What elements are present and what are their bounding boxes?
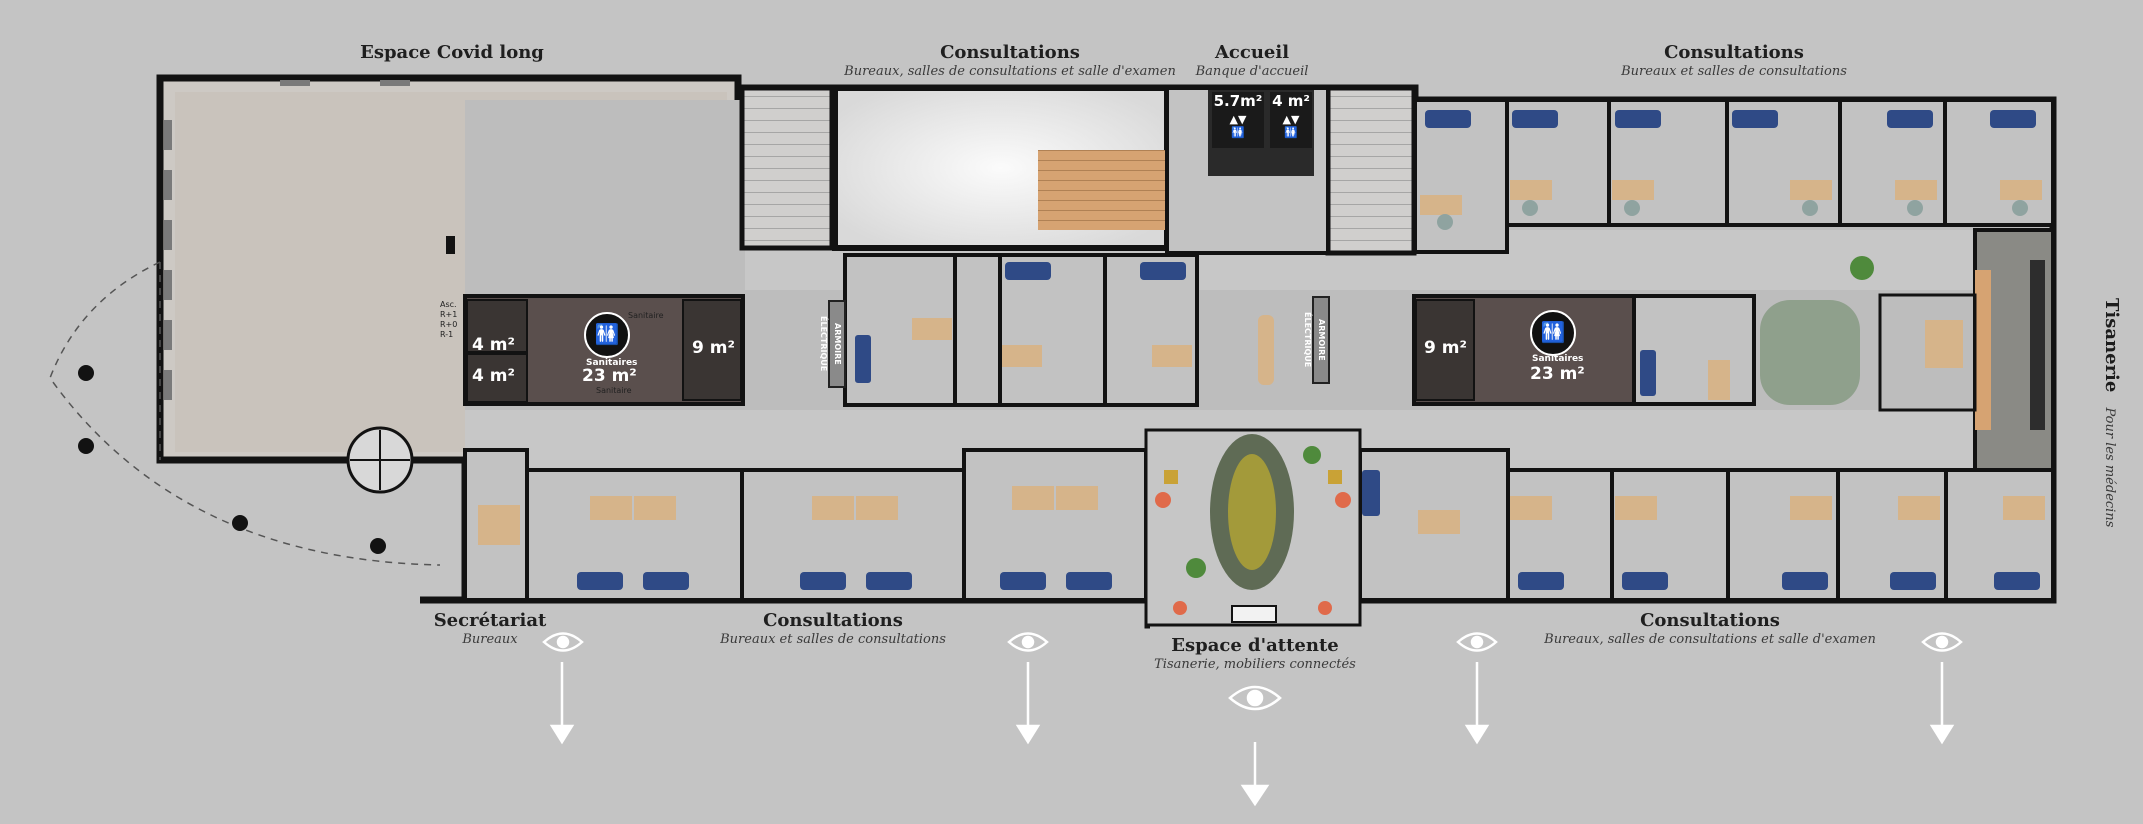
label-attente-subtitle: Tisanerie, mobiliers connectés (1154, 657, 1356, 672)
sanitaire-label-left: Sanitaire (628, 311, 664, 320)
restroom-icon: 🚻 (584, 312, 630, 358)
label-tisanerie-subtitle: Pour les médecins (2102, 407, 2117, 528)
lift-mid-right (1415, 299, 1475, 401)
armoire-electrique-right: ARMOIRE ÉLECTRIQUE (1303, 296, 1330, 384)
wood-staircase (1038, 150, 1166, 230)
area-sanitaires-left: 23 m² (582, 366, 637, 386)
area-lift-mid-left: 9 m² (692, 338, 735, 358)
area-lift-mid-right: 9 m² (1424, 338, 1467, 358)
covid-windows (164, 80, 410, 400)
middle-top-rooms (843, 253, 1199, 407)
label-attente-title: Espace d'attente (1171, 635, 1339, 656)
bottom-furniture (478, 470, 2045, 590)
elevator-icon: ▲▼🚻 (1229, 113, 1247, 139)
area-lift-top-b: 4 m² (1272, 92, 1310, 110)
label-consult-top-2: Consultations Bureaux et salles de consu… (1621, 42, 1847, 79)
label-consult-top-2-title: Consultations (1664, 42, 1804, 63)
label-consult-bottom-2: Consultations Bureaux, salles de consult… (1544, 610, 1876, 647)
plant (1186, 558, 1206, 578)
sanitaires-label-left: Sanitaires (586, 358, 638, 368)
label-secretariat-subtitle: Bureaux (462, 632, 518, 647)
label-covid-title: Espace Covid long (360, 42, 544, 63)
label-consult-top-1-subtitle: Bureaux, salles de consultations et sall… (844, 64, 1176, 79)
label-accueil: Accueil Banque d'accueil (1196, 42, 1309, 79)
middle-top-furniture (855, 262, 1192, 383)
label-consult-bottom-1-subtitle: Bureaux et salles de consultations (720, 632, 946, 647)
label-covid: Espace Covid long (360, 42, 544, 63)
outdoor-post (370, 538, 386, 554)
label-tisanerie-title: Tisanerie (2101, 298, 2122, 393)
pillar (446, 236, 455, 254)
tisanerie-bench (2030, 260, 2045, 430)
label-consult-top-1: Consultations Bureaux, salles de consult… (844, 42, 1176, 79)
waiting-bench (1231, 605, 1277, 623)
area-lift-left-a: 4 m² (472, 335, 515, 355)
lift-top-b-badge: 4 m² ▲▼🚻 (1270, 92, 1312, 148)
label-accueil-title: Accueil (1214, 42, 1290, 63)
outdoor-boundary (49, 261, 441, 566)
bottom-rooms (463, 448, 2055, 602)
outdoor-post (78, 438, 94, 454)
elevator-icon: ▲▼🚻 (1282, 113, 1300, 139)
reception-desk (1258, 315, 1274, 385)
eye-icon (542, 632, 1963, 711)
arrow-down-icon (549, 662, 1955, 807)
waiting-table-top (1228, 454, 1276, 570)
top-right-furniture (1420, 110, 2042, 230)
label-consult-top-1-title: Consultations (940, 42, 1080, 63)
stairwell-right (1325, 85, 1417, 256)
plant (1850, 256, 1874, 280)
label-consult-bottom-1: Consultations Bureaux et salles de consu… (720, 610, 946, 647)
lounge-rug (1760, 300, 1860, 405)
area-sanitaires-right: 23 m² (1530, 364, 1585, 384)
label-secretariat: Secrétariat Bureaux (434, 610, 547, 647)
label-consult-top-2-subtitle: Bureaux et salles de consultations (1621, 64, 1847, 79)
sanitaires-label-right: Sanitaires (1532, 354, 1584, 364)
stairwell-left (739, 85, 835, 251)
label-accueil-subtitle: Banque d'accueil (1195, 64, 1309, 79)
outdoor-post (78, 365, 94, 381)
lounge-room (1878, 293, 1977, 412)
label-secretariat-title: Secrétariat (433, 610, 547, 631)
area-lift-left-b: 4 m² (472, 366, 515, 386)
sanitaire-label-left-2: Sanitaire (596, 386, 632, 395)
tisanerie-counter (1975, 270, 1991, 430)
area-lift-top-a: 5.7m² (1213, 92, 1263, 110)
label-consult-bottom-2-title: Consultations (1640, 610, 1780, 631)
label-tisanerie: Tisanerie Pour les médecins (2101, 298, 2122, 527)
restroom-icon: 🚻 (1530, 310, 1576, 356)
label-consult-bottom-2-subtitle: Bureaux, salles de consultations et sall… (1544, 632, 1876, 647)
label-attente: Espace d'attente Tisanerie, mobiliers co… (1154, 635, 1356, 672)
label-consult-bottom-1-title: Consultations (763, 610, 903, 631)
lift-mid-left (682, 299, 742, 401)
plant (1303, 446, 1321, 464)
lift-top-a-badge: 5.7m² ▲▼🚻 (1212, 92, 1264, 148)
lift-left-b (466, 353, 528, 403)
outdoor-post (232, 515, 248, 531)
armoire-electrique-left: ARMOIRE ÉLECTRIQUE (819, 300, 846, 388)
lift-left-a (466, 299, 528, 353)
lift-levels: Asc. R+1 R+0 R-1 (440, 300, 458, 339)
